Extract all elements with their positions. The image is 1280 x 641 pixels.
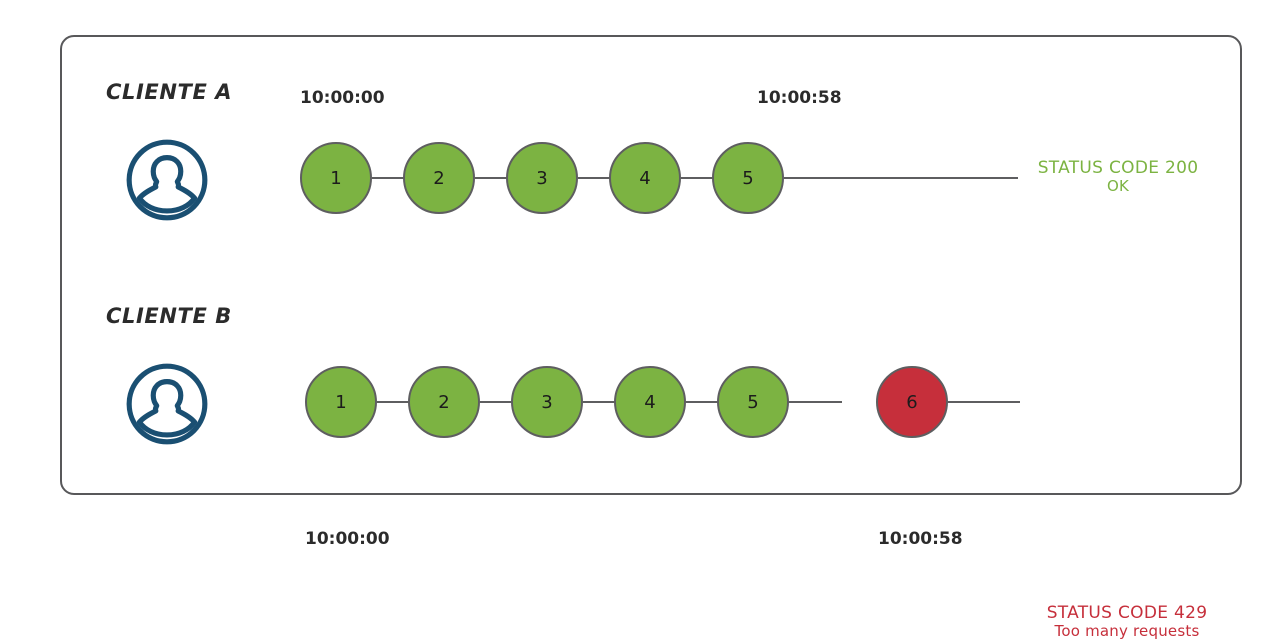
request-node-label: 5 [747, 391, 759, 413]
row-b-end-time: 10:00:58 [878, 529, 963, 549]
request-node-label: 6 [906, 391, 918, 413]
row-a-start-time: 10:00:00 [300, 88, 385, 108]
user-avatar-icon [124, 137, 210, 223]
request-node-label: 4 [644, 391, 656, 413]
connector-a-1 [372, 176, 425, 180]
status-message-text: Too many requests [1054, 622, 1200, 641]
request-node[interactable]: 3 [506, 142, 578, 214]
connector-b-1 [377, 400, 430, 404]
row-b-start-time: 10:00:00 [305, 529, 390, 549]
request-node[interactable]: 4 [614, 366, 686, 438]
user-avatar-icon [124, 361, 210, 447]
connector-a-2 [475, 176, 528, 180]
request-node-label: 2 [433, 167, 445, 189]
request-node[interactable]: 2 [408, 366, 480, 438]
request-node[interactable]: 5 [712, 142, 784, 214]
connector-b-4 [686, 400, 739, 404]
request-node[interactable]: 1 [300, 142, 372, 214]
request-node[interactable]: 1 [305, 366, 377, 438]
connector-b-2 [480, 400, 533, 404]
request-node-label: 1 [330, 167, 342, 189]
status-code-text: STATUS CODE 429 [1046, 603, 1208, 623]
status-code-text: STATUS CODE 200 [1037, 158, 1199, 178]
request-node-label: 1 [335, 391, 347, 413]
connector-a-status [784, 176, 1018, 180]
request-node[interactable]: 3 [511, 366, 583, 438]
client-b-label: CLIENTE B [106, 304, 232, 328]
request-node-label: 3 [541, 391, 553, 413]
request-node[interactable]: 4 [609, 142, 681, 214]
request-node-label: 5 [742, 167, 754, 189]
request-node[interactable]: 5 [717, 366, 789, 438]
status-message-text: OK [1106, 177, 1130, 196]
request-node[interactable]: 2 [403, 142, 475, 214]
connector-b-3 [583, 400, 636, 404]
connector-b-5 [789, 400, 842, 404]
request-node-label: 3 [536, 167, 548, 189]
request-node-blocked[interactable]: 6 [876, 366, 948, 438]
row-a-end-time: 10:00:58 [757, 88, 842, 108]
connector-a-4 [681, 176, 734, 180]
row-b-status-badge: STATUS CODE 429 Too many requests [1028, 603, 1226, 641]
row-a-status-badge: STATUS CODE 200 OK [1028, 158, 1208, 196]
client-a-label: CLIENTE A [106, 80, 233, 104]
connector-a-3 [578, 176, 631, 180]
request-node-label: 4 [639, 167, 651, 189]
request-node-label: 2 [438, 391, 450, 413]
diagram-canvas: CLIENTE A 10:00:00 10:00:58 1 2 3 [60, 35, 1242, 640]
connector-b-status [948, 400, 1020, 404]
